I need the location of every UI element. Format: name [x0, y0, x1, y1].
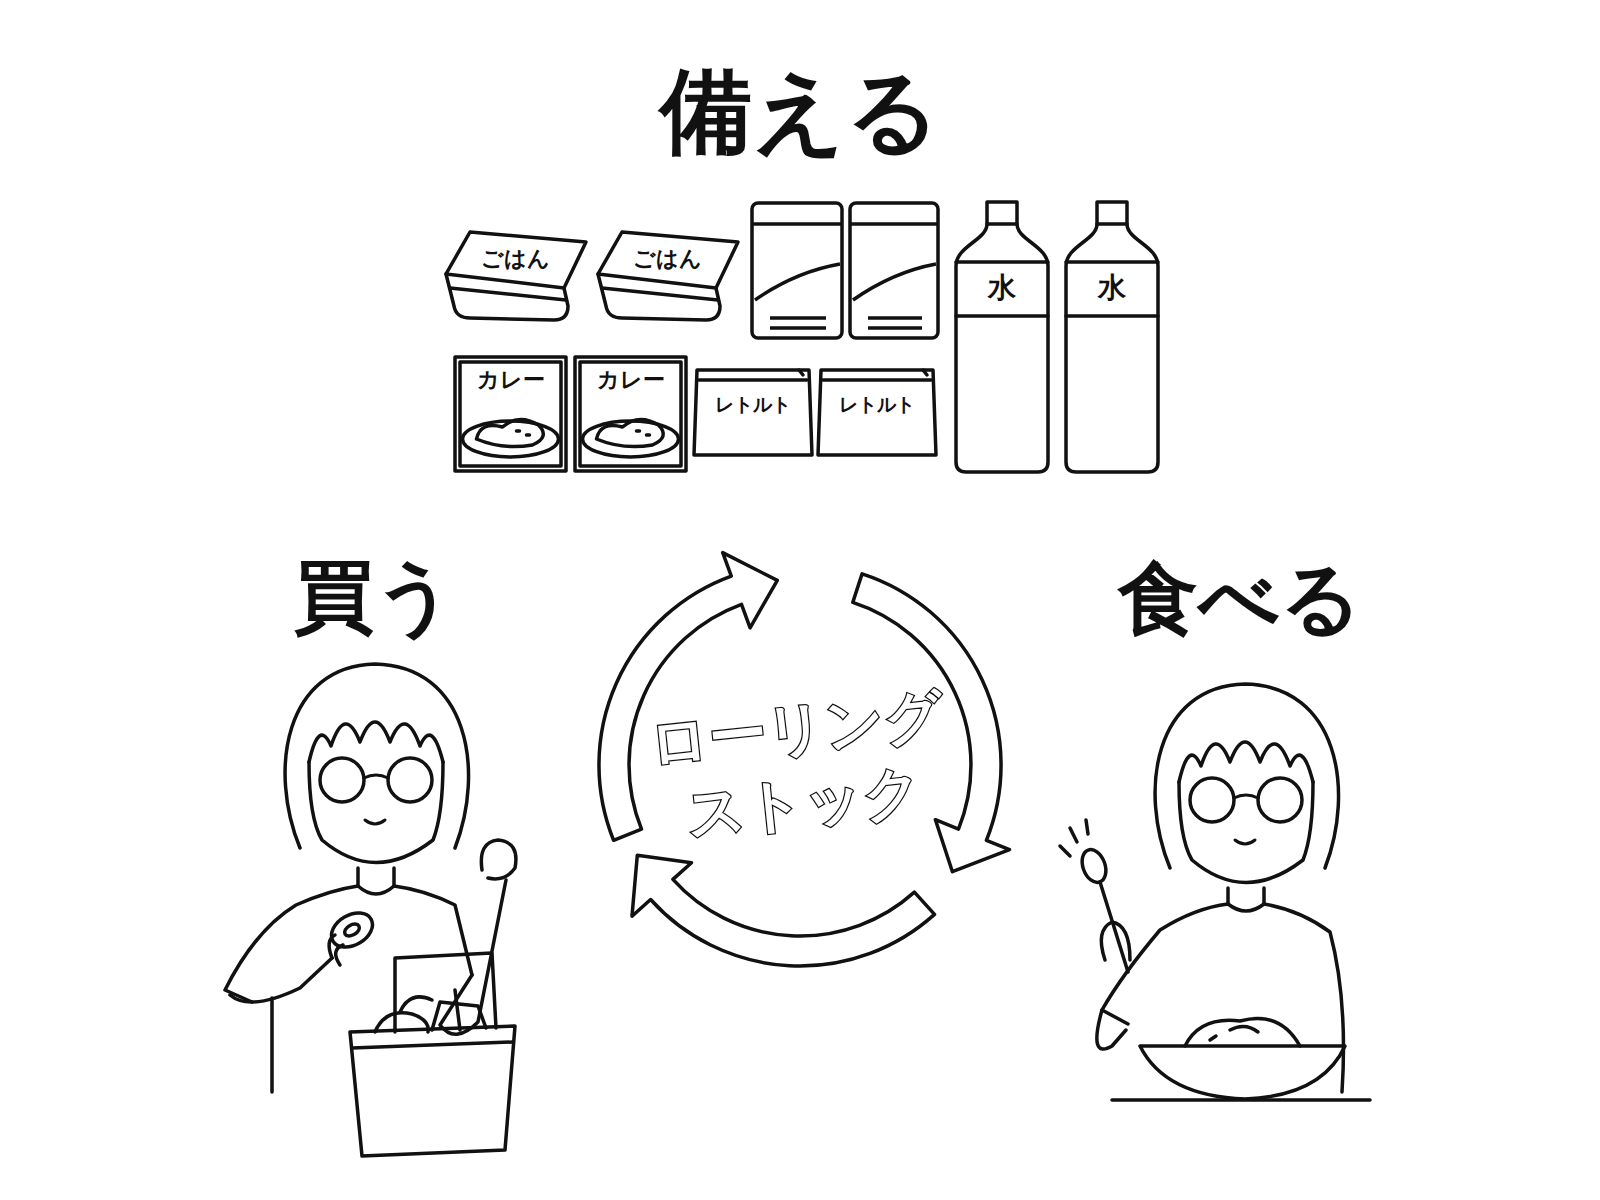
item-label: 水: [988, 272, 1016, 304]
outline-stroke: [956, 260, 1048, 264]
item-outline: [1062, 200, 1162, 472]
item-outline: [592, 226, 742, 326]
outline-stroke: [823, 378, 931, 382]
outline-stroke: [799, 370, 803, 375]
outline-stroke: [699, 378, 807, 382]
stage-heading-box: 食べる: [1118, 546, 1362, 654]
item-label: レトルト: [715, 394, 791, 416]
outline-stroke: [598, 232, 738, 288]
outline-stroke: [446, 274, 568, 320]
outline-stroke: [1066, 260, 1158, 264]
can: [752, 203, 842, 338]
outline-stroke: [450, 288, 566, 300]
stage-heading: 食べる: [1118, 546, 1362, 654]
item-label: カレー: [477, 367, 545, 392]
rice-tray: ごはん: [592, 226, 742, 326]
stage-heading: 備える: [660, 50, 940, 174]
outline-stroke: [575, 357, 686, 471]
curry-box: カレー: [453, 355, 568, 473]
item-label: 水: [1098, 272, 1126, 304]
outline-stroke: [818, 370, 936, 455]
outline-stroke: [580, 362, 681, 466]
eating-person: [1060, 684, 1370, 1100]
rice-tray: ごはん: [440, 226, 590, 326]
outline-stroke: [455, 357, 566, 471]
curry-box: カレー: [573, 355, 688, 473]
outline-stroke: [446, 232, 586, 288]
item-label: レトルト: [839, 394, 915, 416]
outline-stroke: [602, 288, 718, 300]
outline-stroke: [987, 202, 1017, 224]
outline-stroke: [460, 362, 561, 466]
stage-heading-box: 買う: [294, 544, 456, 652]
stage-heading-box: 備える: [660, 50, 940, 174]
cycle-title: ローリング ストック: [646, 678, 954, 853]
cycle-title-box: ローリング ストック: [646, 678, 954, 853]
outline-stroke: [477, 419, 544, 446]
item-outline: [440, 226, 590, 326]
item-label: ごはん: [481, 246, 550, 271]
item-label: ごはん: [633, 246, 702, 271]
cycle-arrows: [599, 553, 1010, 966]
water-bottle: 水: [952, 200, 1052, 472]
retort-pouch: レトルト: [693, 366, 813, 458]
outline-stroke: [637, 431, 650, 435]
outline-stroke: [1066, 224, 1158, 472]
can: [850, 203, 938, 338]
water-bottle: 水: [1062, 200, 1162, 472]
outline-stroke: [694, 370, 812, 455]
item-label: カレー: [597, 367, 665, 392]
outline-stroke: [956, 224, 1048, 472]
outline-stroke: [956, 314, 1048, 318]
outline-stroke: [1097, 202, 1127, 224]
stage-heading: 買う: [294, 544, 456, 652]
outline-stroke: [517, 431, 530, 435]
outline-stroke: [597, 419, 664, 446]
retort-pouch: レトルト: [817, 366, 937, 458]
outline-stroke: [1066, 314, 1158, 318]
outline-stroke: [598, 274, 720, 320]
shopping-person: [225, 664, 516, 1156]
outline-stroke: [923, 370, 927, 375]
item-outline: [952, 200, 1052, 472]
cycle-arrow: [632, 855, 935, 966]
